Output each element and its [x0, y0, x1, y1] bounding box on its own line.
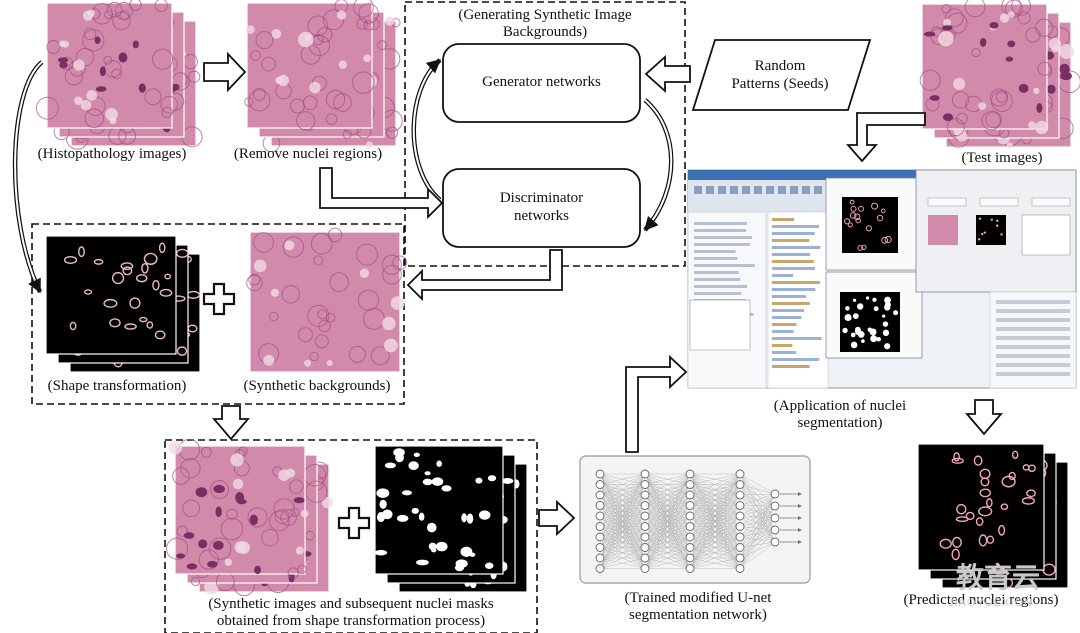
arrow-histo-to-shape-icon [12, 60, 44, 294]
label-synthetic-backgrounds: (Synthetic backgrounds) [243, 378, 391, 394]
label-unet-2: segmentation network) [629, 607, 767, 623]
arrow-test-to-app-icon [846, 112, 926, 163]
arrow-random-to-generator-icon [644, 54, 691, 94]
histopathology-image-stack [35, 0, 203, 150]
label-predicted: (Predicted nuclei regions) [903, 592, 1059, 608]
shape-mask-stack [45, 235, 201, 373]
watermark-subtext: JIAOYUEXION [948, 597, 1033, 609]
watermark-logo: 教育云 [956, 562, 1041, 593]
arrow-histo-to-remove-icon [203, 51, 247, 93]
arrow-remove-to-discriminator-icon [319, 167, 444, 220]
label-histopathology: (Histopathology images) [37, 146, 187, 162]
label-application-1: (Application of nuclei [773, 398, 907, 414]
removed-nuclei-image-stack [244, 0, 403, 153]
label-generator: Generator networks [482, 74, 601, 90]
label-application-2: segmentation) [797, 415, 883, 431]
synthetic-mask-stack [374, 445, 528, 593]
plus-icon [337, 506, 371, 540]
label-remove-nuclei: (Remove nuclei regions) [233, 146, 383, 162]
label-test-images: (Test images) [961, 150, 1043, 166]
label-gan-title-2: Backgrounds) [502, 24, 588, 40]
synthetic-dashed-frame [164, 439, 538, 633]
plus-icon [202, 282, 236, 316]
label-synthetic-1: (Synthetic images and subsequent nuclei … [208, 596, 494, 612]
label-synthetic-2: obtained from shape transformation proce… [216, 613, 486, 629]
label-random-1: Random [754, 58, 806, 74]
arrow-shape-down-icon [212, 405, 250, 441]
label-discriminator-2: networks [514, 208, 569, 224]
loop-arrow-left [411, 58, 442, 202]
label-gan-title-1: (Generating Synthetic Image [458, 7, 632, 23]
random-patterns-shape [691, 39, 872, 111]
synthetic-background-image [246, 227, 408, 373]
discriminator-box [442, 168, 641, 248]
arrow-nn-to-app-icon [625, 354, 688, 453]
test-image-stack [919, 0, 1080, 149]
gan-dashed-frame [404, 1, 686, 267]
synthetic-image-stack [166, 438, 333, 597]
application-screenshot [687, 169, 1077, 389]
predicted-mask-stack [917, 443, 1069, 589]
generator-box [442, 43, 641, 123]
arrow-synthetic-to-nn-icon [538, 499, 576, 537]
label-unet-1: (Trained modified U-net [624, 590, 772, 606]
unet-network-panel [579, 455, 811, 584]
arrow-app-to-predicted-icon [965, 399, 1003, 436]
shape-dashed-frame [31, 223, 405, 405]
arrow-discriminator-to-synbg-icon [406, 249, 563, 302]
label-discriminator-1: Discriminator [499, 190, 584, 206]
label-shape-transformation: (Shape transformation) [47, 378, 187, 394]
label-random-2: Patterns (Seeds) [731, 76, 829, 92]
